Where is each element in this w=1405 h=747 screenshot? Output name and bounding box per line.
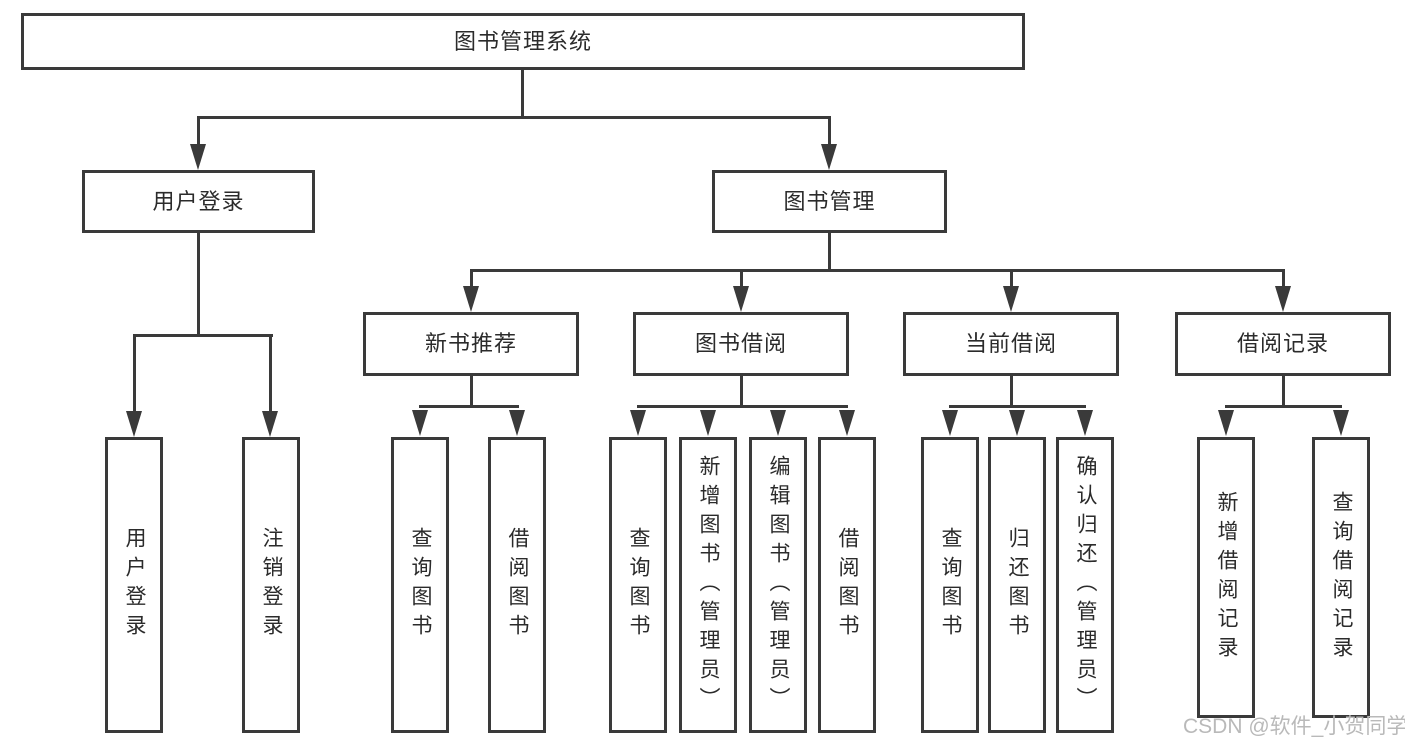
connector-level2-rail: [197, 116, 830, 119]
arrowhead-records-add: [1218, 410, 1234, 436]
leaf-confirm-return-admin: 确认归还（管理员）: [1056, 437, 1114, 733]
arrowhead-book-mgmt: [821, 144, 837, 170]
leaf-query-books-recommend-label: 查询图书: [409, 527, 433, 643]
node-borrowing-records: 借阅记录: [1175, 312, 1391, 376]
node-library-system-label: 图书管理系统: [453, 28, 592, 54]
leaf-return-books-label: 归还图书: [1006, 527, 1030, 643]
connector-current-stem: [1010, 374, 1013, 407]
node-user-login-label: 用户登录: [152, 188, 245, 214]
node-current-borrowing: 当前借阅: [903, 312, 1119, 376]
node-book-management-label: 图书管理: [783, 188, 876, 214]
connector-root-stem: [521, 70, 524, 117]
connector-recommend-rail: [419, 405, 519, 408]
leaf-query-borrow-record: 查询借阅记录: [1312, 437, 1370, 718]
leaf-user-login-label: 用户登录: [123, 527, 147, 643]
connector-drop-book-mgmt: [828, 116, 831, 146]
arrowhead-current-query: [942, 410, 958, 436]
connector-drop-login-leaf: [133, 334, 136, 414]
arrowhead-borrowing-edit: [770, 410, 786, 436]
leaf-query-books-borrowing-label: 查询图书: [627, 527, 651, 643]
connector-records-rail: [1225, 405, 1342, 408]
arrowhead-recommend-query: [412, 410, 428, 436]
connector-drop-user-login: [197, 116, 200, 146]
leaf-query-books-borrowing: 查询图书: [609, 437, 667, 733]
connector-book-mgmt-stem: [828, 231, 831, 272]
node-user-login: 用户登录: [82, 170, 315, 233]
arrowhead-borrowing-borrow: [839, 410, 855, 436]
connector-drop-borrowing: [740, 269, 743, 290]
connector-drop-current: [1010, 269, 1013, 290]
arrowhead-user-login: [190, 144, 206, 170]
leaf-borrow-books-recommend: 借阅图书: [488, 437, 546, 733]
leaf-add-book-admin-label: 新增图书（管理员）: [697, 454, 721, 716]
arrowhead-login-leaf: [126, 411, 142, 437]
leaf-borrow-books-borrowing-label: 借阅图书: [836, 527, 860, 643]
connector-borrowing-rail: [637, 405, 848, 408]
leaf-logout: 注销登录: [242, 437, 300, 733]
node-current-borrowing-label: 当前借阅: [964, 331, 1057, 356]
leaf-query-books-current-label: 查询图书: [939, 527, 963, 643]
csdn-watermark: CSDN @软件_小贺同学: [1183, 715, 1405, 738]
arrowhead-records-query: [1333, 410, 1349, 436]
connector-user-login-rail: [133, 334, 273, 337]
connector-recommend-stem: [470, 374, 473, 407]
connector-drop-logout-leaf: [269, 334, 272, 414]
connector-user-login-stem: [197, 231, 200, 336]
arrowhead-logout-leaf: [262, 411, 278, 437]
arrowhead-records: [1275, 286, 1291, 312]
connector-borrowing-stem: [740, 374, 743, 407]
arrowhead-current: [1003, 286, 1019, 312]
arrowhead-recommend-borrow: [509, 410, 525, 436]
node-new-book-recommend: 新书推荐: [363, 312, 579, 376]
arrowhead-current-return: [1009, 410, 1025, 436]
node-library-system: 图书管理系统: [21, 13, 1025, 70]
arrowhead-current-confirm: [1077, 410, 1093, 436]
connector-drop-recommend: [470, 269, 473, 290]
leaf-return-books: 归还图书: [988, 437, 1046, 733]
leaf-borrow-books-borrowing: 借阅图书: [818, 437, 876, 733]
leaf-query-books-recommend: 查询图书: [391, 437, 449, 733]
node-borrowing-records-label: 借阅记录: [1236, 331, 1329, 356]
arrowhead-recommend: [463, 286, 479, 312]
node-book-borrowing-label: 图书借阅: [694, 331, 787, 356]
leaf-add-borrow-record-label: 新增借阅记录: [1215, 490, 1239, 665]
node-book-management: 图书管理: [712, 170, 947, 233]
leaf-add-borrow-record: 新增借阅记录: [1197, 437, 1255, 718]
arrowhead-borrowing-query: [630, 410, 646, 436]
leaf-user-login: 用户登录: [105, 437, 163, 733]
leaf-query-borrow-record-label: 查询借阅记录: [1330, 490, 1354, 665]
node-new-book-recommend-label: 新书推荐: [424, 331, 517, 356]
leaf-logout-label: 注销登录: [260, 527, 284, 643]
leaf-query-books-current: 查询图书: [921, 437, 979, 733]
leaf-edit-book-admin-label: 编辑图书（管理员）: [767, 454, 791, 716]
connector-level3-rail: [470, 269, 1284, 272]
connector-records-stem: [1282, 374, 1285, 407]
node-book-borrowing: 图书借阅: [633, 312, 849, 376]
connector-drop-records: [1282, 269, 1285, 290]
leaf-confirm-return-admin-label: 确认归还（管理员）: [1074, 454, 1098, 716]
leaf-edit-book-admin: 编辑图书（管理员）: [749, 437, 807, 733]
leaf-borrow-books-recommend-label: 借阅图书: [506, 527, 530, 643]
leaf-add-book-admin: 新增图书（管理员）: [679, 437, 737, 733]
arrowhead-borrowing: [733, 286, 749, 312]
connector-current-rail: [949, 405, 1086, 408]
arrowhead-borrowing-add: [700, 410, 716, 436]
